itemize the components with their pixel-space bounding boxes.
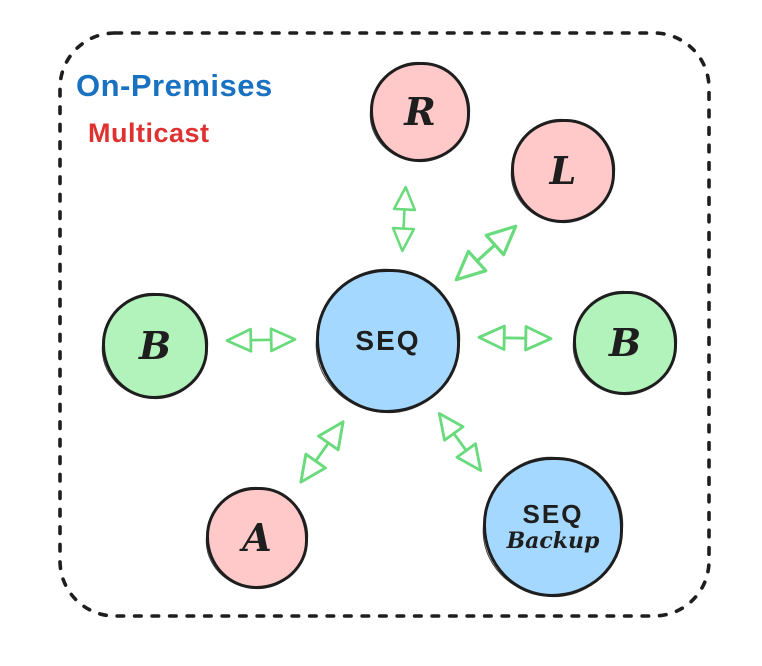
arrow-seq-r xyxy=(391,185,417,253)
node-seq-backup-label-line2: Backup xyxy=(506,528,600,555)
node-seq: SEQ xyxy=(316,269,460,413)
node-b-left-label: B xyxy=(138,323,172,368)
label-on-premises: On-Premises xyxy=(76,68,273,103)
arrow-seq-b-left xyxy=(225,327,297,353)
arrow-seq-l xyxy=(454,224,518,282)
node-b-left: B xyxy=(102,293,208,399)
node-b-right-label: B xyxy=(608,320,642,365)
arrow-seq-b-right xyxy=(477,324,553,352)
node-a: A xyxy=(206,487,308,589)
node-a-label: A xyxy=(242,515,272,560)
node-r-label: R xyxy=(404,89,436,134)
node-r: R xyxy=(370,62,470,162)
node-seq-backup: SEQ Backup xyxy=(483,457,623,597)
node-l-label: L xyxy=(549,148,577,193)
arrow-seq-a xyxy=(299,420,345,484)
label-multicast: Multicast xyxy=(88,118,210,148)
arrow-seq-backup xyxy=(437,412,483,472)
node-b-right: B xyxy=(573,291,677,395)
node-l: L xyxy=(511,119,615,223)
node-seq-label: SEQ xyxy=(355,325,421,356)
node-seq-backup-label-line1: SEQ xyxy=(522,498,584,529)
